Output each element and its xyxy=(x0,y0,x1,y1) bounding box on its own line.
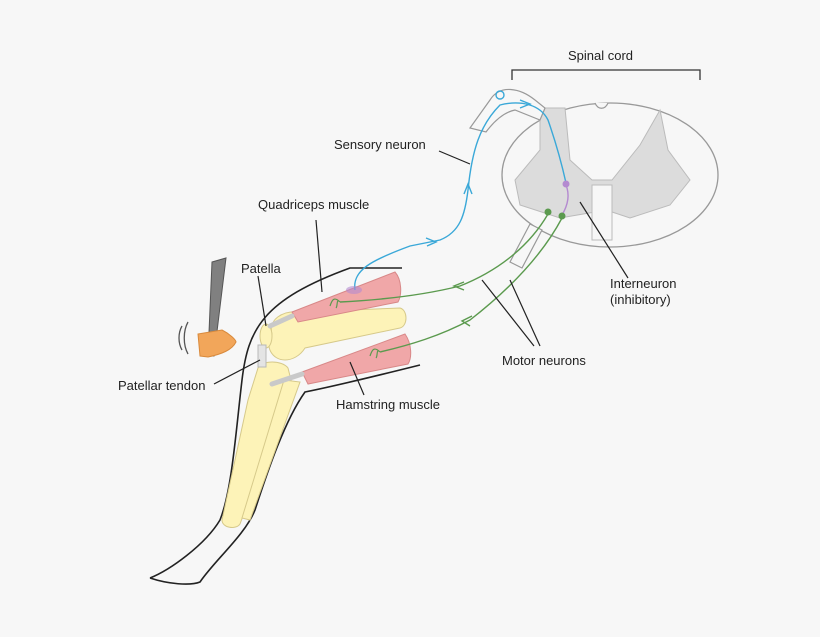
hammer-pad xyxy=(197,329,237,358)
spinal-cord-bracket xyxy=(511,69,701,80)
interneuron-path xyxy=(561,184,569,216)
motor-arrow-2 xyxy=(460,315,473,327)
motor-cell-body-2 xyxy=(558,212,566,220)
motor-endplate-ham xyxy=(369,348,381,359)
central-canal xyxy=(591,184,613,241)
sensory-arrow-3 xyxy=(519,99,532,109)
quadriceps-tendon xyxy=(267,313,295,329)
label-hamstring-muscle: Hamstring muscle xyxy=(336,397,441,412)
label-interneuron-inhibitory: (inhibitory) xyxy=(610,292,671,307)
interneuron-cell-body xyxy=(562,180,570,188)
leader-motor-1 xyxy=(481,279,535,347)
label-sensory-neuron: Sensory neuron xyxy=(334,137,426,152)
motor-cell-body-1 xyxy=(544,208,552,216)
fibula-bone xyxy=(241,379,301,521)
hamstring-muscle xyxy=(301,333,412,385)
motor-endplate-quad xyxy=(329,298,341,309)
label-quadriceps-muscle: Quadriceps muscle xyxy=(258,197,370,212)
label-patellar-tendon: Patellar tendon xyxy=(118,378,206,393)
sensory-cell-body xyxy=(495,90,505,100)
gray-matter xyxy=(514,107,691,236)
leader-motor-2 xyxy=(509,279,541,347)
leg-outline xyxy=(149,267,421,585)
quadriceps-muscle xyxy=(291,271,402,323)
sensory-neuron-path xyxy=(354,102,567,291)
spinal-cord-notch xyxy=(594,102,609,109)
vibration-marks xyxy=(178,321,189,355)
sensory-arrow-2 xyxy=(463,182,473,195)
label-patella: Patella xyxy=(241,261,281,276)
leader-patella xyxy=(257,275,267,327)
hamstring-tendon xyxy=(269,371,305,387)
leader-hamstring xyxy=(349,361,365,396)
label-motor-neurons: Motor neurons xyxy=(502,353,586,368)
leader-quadriceps xyxy=(315,219,323,293)
muscle-spindle xyxy=(346,286,362,294)
label-spinal-cord: Spinal cord xyxy=(568,48,634,63)
leader-interneuron xyxy=(579,201,629,279)
patellar-tendon xyxy=(257,344,267,368)
motor-neuron-hamstring xyxy=(379,217,563,353)
motor-neuron-quadriceps xyxy=(339,213,549,303)
sensory-arrow-1 xyxy=(425,237,438,247)
leader-patellar-tendon xyxy=(213,359,261,385)
motor-arrow-1 xyxy=(452,281,465,291)
tibia-bone xyxy=(221,361,293,528)
leader-sensory xyxy=(438,150,471,165)
label-interneuron: Interneuron xyxy=(610,276,677,291)
